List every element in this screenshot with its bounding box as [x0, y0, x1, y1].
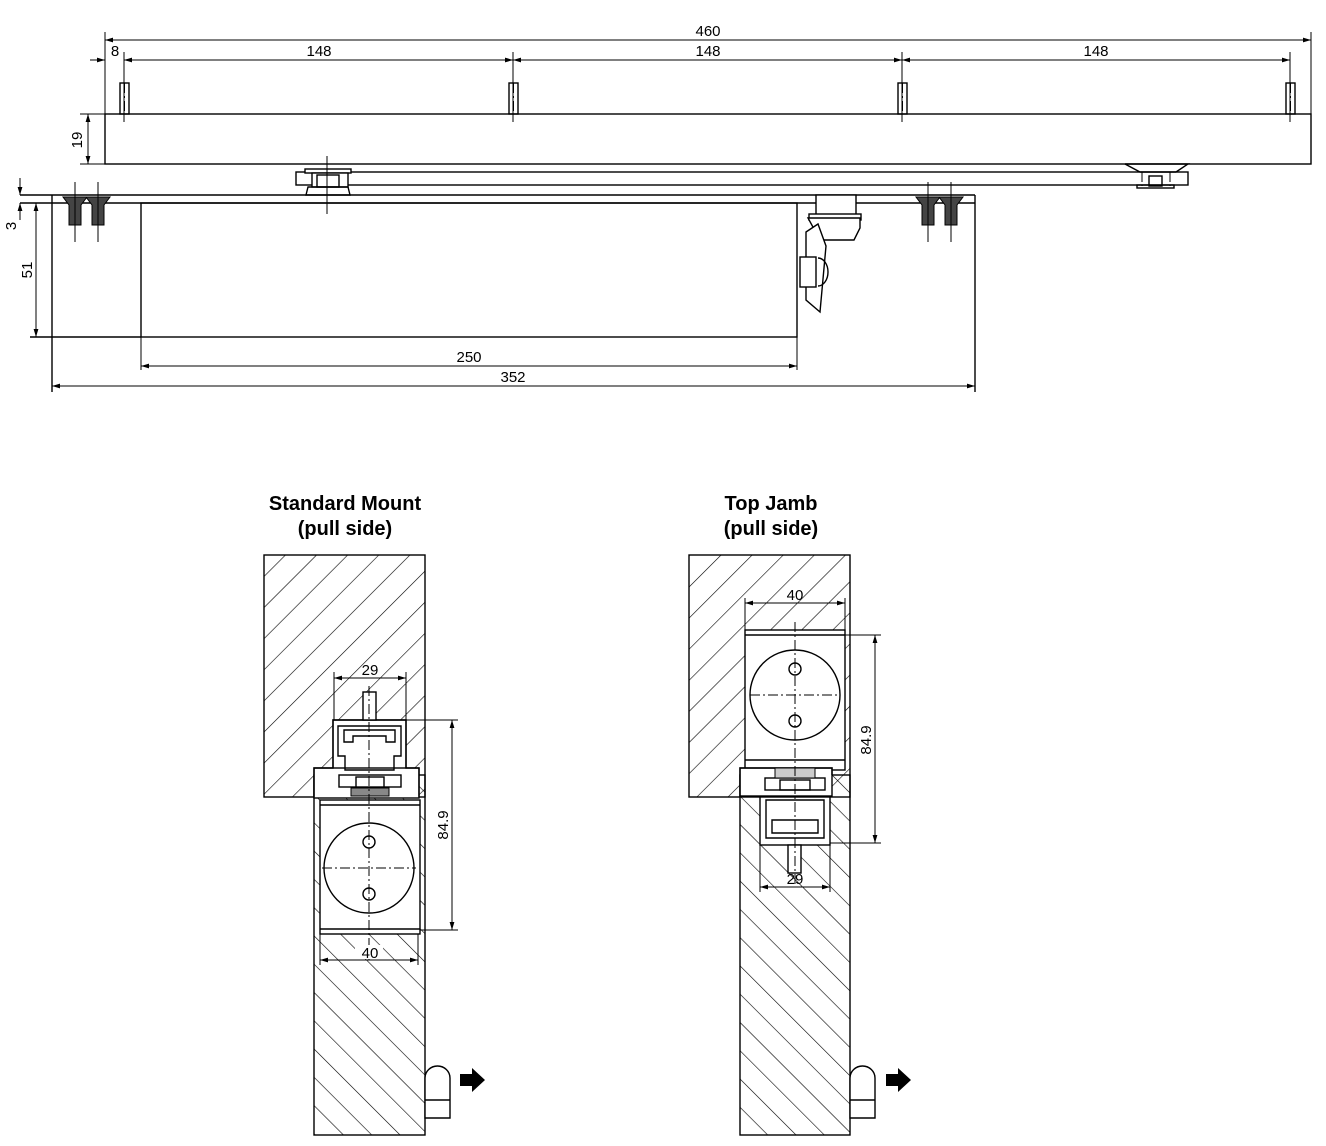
dim-body-length: 250	[140, 337, 798, 370]
pull-direction-arrow-icon	[886, 1068, 911, 1092]
dim-84-9: 84.9	[406, 719, 458, 931]
dim-label: 29	[362, 662, 379, 679]
dim-overall-rail: 460	[104, 23, 1312, 114]
top-jamb-section: Top Jamb (pull side) 40 84.9	[688, 493, 911, 1136]
dim-29: 29	[333, 662, 407, 720]
dim-label-148: 148	[1083, 43, 1108, 60]
slider-block	[1124, 163, 1191, 189]
closer-arm	[295, 171, 1189, 186]
closer-body	[140, 202, 798, 338]
dim-label: 29	[787, 871, 804, 888]
section-title: Standard Mount	[269, 493, 422, 515]
dim-40: 40	[744, 587, 846, 630]
section-subtitle: (pull side)	[298, 518, 392, 540]
dim-label-352: 352	[500, 369, 525, 386]
dim-label-250: 250	[456, 349, 481, 366]
standard-mount-section: Standard Mount (pull side) 29 84.9	[263, 493, 485, 1136]
dim-rail-height: 19	[69, 113, 105, 165]
dim-label: 84.9	[858, 725, 875, 754]
dim-label-51: 51	[19, 262, 36, 279]
section-subtitle: (pull side)	[724, 518, 818, 540]
dim-label-148: 148	[306, 43, 331, 60]
hinge-icon	[424, 1065, 451, 1119]
rail-fixing-pins	[119, 82, 1296, 115]
arm-pivot-nut	[304, 156, 352, 214]
dim-40: 40	[319, 934, 419, 965]
dim-body-height: 51	[19, 203, 39, 337]
dim-label-148: 148	[695, 43, 720, 60]
closer-body-section	[319, 799, 421, 935]
dim-84-9: 84.9	[830, 634, 881, 844]
arm-linkage	[799, 194, 862, 314]
slide-rail	[104, 113, 1312, 165]
dim-29: 29	[759, 845, 831, 892]
dim-plate-length: 352	[52, 369, 975, 389]
hinge-icon	[849, 1065, 876, 1119]
dim-pitches: 8 148 148 148	[90, 43, 1291, 122]
top-view: 460 8 148 148 148	[3, 23, 1312, 392]
dim-label-8: 8	[111, 43, 119, 60]
dim-label: 84.9	[435, 810, 452, 839]
fixing-screws	[62, 182, 964, 242]
pull-direction-arrow-icon	[460, 1068, 485, 1092]
dim-label: 40	[362, 945, 379, 962]
dim-label-19: 19	[69, 132, 86, 149]
dim-plate-thickness: 3	[3, 178, 23, 230]
dim-label-460: 460	[695, 23, 720, 40]
dim-label: 40	[787, 587, 804, 604]
dim-label-3: 3	[3, 222, 20, 230]
section-title: Top Jamb	[725, 493, 818, 515]
